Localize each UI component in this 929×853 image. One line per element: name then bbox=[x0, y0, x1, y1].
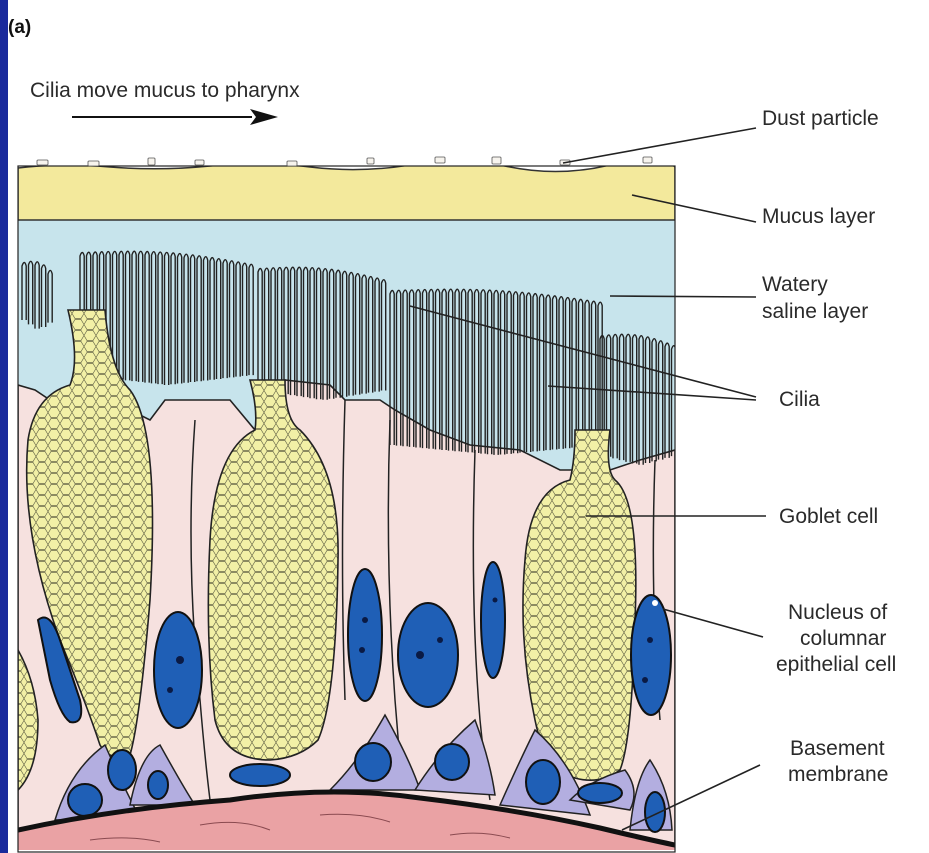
mucus-layer bbox=[18, 159, 675, 220]
label-basement-line2: membrane bbox=[788, 763, 888, 786]
label-nucleus-line3: epithelial cell bbox=[776, 653, 896, 676]
nucleus bbox=[398, 603, 458, 707]
nucleus bbox=[154, 612, 202, 728]
label-watery-line1: Watery bbox=[762, 273, 828, 296]
dust-particles bbox=[37, 157, 652, 166]
labels: Dust particle Mucus layer Watery saline … bbox=[762, 107, 896, 786]
label-goblet-cell: Goblet cell bbox=[779, 505, 878, 528]
nucleus bbox=[631, 595, 671, 715]
label-cilia: Cilia bbox=[779, 388, 820, 411]
nucleus bbox=[435, 744, 469, 780]
nucleus bbox=[481, 562, 505, 678]
nucleus bbox=[526, 760, 560, 804]
nucleus bbox=[68, 784, 102, 816]
label-mucus-layer: Mucus layer bbox=[762, 205, 875, 228]
nucleus bbox=[230, 764, 290, 786]
label-basement-line1: Basement bbox=[790, 737, 885, 760]
flow-arrow-icon bbox=[72, 109, 278, 125]
nucleus bbox=[148, 771, 168, 799]
nucleus bbox=[108, 750, 136, 790]
label-watery-line2: saline layer bbox=[762, 300, 868, 323]
flow-caption: Cilia move mucus to pharynx bbox=[30, 79, 300, 102]
nucleus bbox=[578, 783, 622, 803]
label-nucleus-line2: columnar bbox=[800, 627, 886, 650]
panel-label: (a) bbox=[8, 17, 31, 38]
nucleus bbox=[355, 743, 391, 781]
nucleus bbox=[348, 569, 382, 701]
label-nucleus-line1: Nucleus of bbox=[788, 601, 887, 624]
label-dust-particle: Dust particle bbox=[762, 107, 879, 130]
